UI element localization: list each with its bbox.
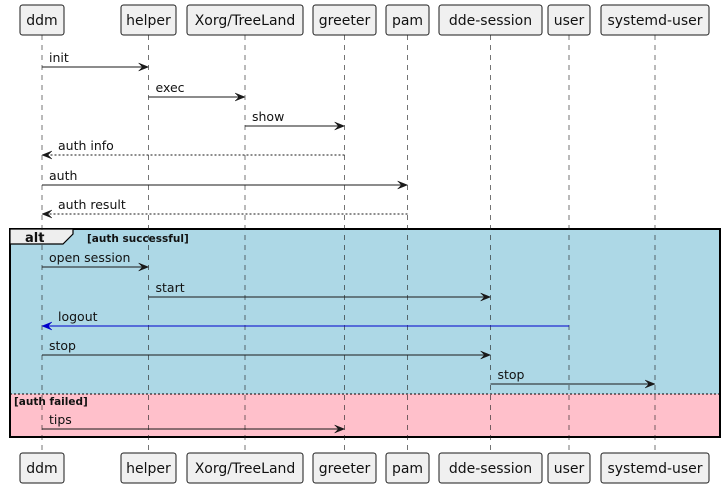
alt-tab	[9, 228, 74, 245]
participant-box	[385, 452, 430, 484]
participant-pam-bottom: pam	[385, 452, 430, 484]
participant-box	[547, 452, 591, 484]
participant-box	[600, 4, 710, 36]
message-exec: exec	[148, 80, 246, 102]
participant-label: user	[554, 461, 585, 477]
message-label: exec	[156, 80, 185, 95]
participant-boxes: ddmddmhelperhelperXorg/TreeLandXorg/Tree…	[19, 4, 710, 484]
participant-helper-bottom: helper	[120, 452, 177, 484]
participant-label: systemd-user	[607, 461, 702, 477]
participant-label: user	[554, 13, 585, 29]
message-label: stop	[498, 367, 525, 382]
participant-box	[312, 4, 377, 36]
participant-box	[385, 4, 430, 36]
arrowhead-icon	[480, 292, 492, 302]
messages: init exec show auth info auth auth result open…	[41, 50, 656, 434]
message-auth: auth	[42, 168, 409, 190]
arrowhead-icon	[41, 209, 53, 219]
alt-failed-region	[10, 394, 720, 437]
arrowhead-icon	[138, 62, 150, 72]
participant-label: pam	[392, 461, 423, 477]
participant-label: Xorg/TreeLand	[195, 13, 296, 29]
alt-fragment: alt [auth successful] [auth failed]	[9, 228, 721, 438]
participant-helper-top: helper	[120, 4, 177, 36]
participant-xorg-treeland-bottom: Xorg/TreeLand	[186, 452, 304, 484]
participant-label: helper	[126, 13, 171, 29]
participant-ddm-bottom: ddm	[19, 452, 65, 484]
participant-label: helper	[126, 461, 171, 477]
participant-ddm-top: ddm	[19, 4, 65, 36]
participant-label: greeter	[319, 13, 371, 29]
message-tips: tips	[42, 412, 346, 434]
participant-xorg-treeland-top: Xorg/TreeLand	[186, 4, 304, 36]
arrowhead-icon	[138, 262, 150, 272]
message-label: stop	[49, 338, 76, 353]
arrowhead-icon	[397, 180, 409, 190]
message-label: logout	[58, 309, 98, 324]
participant-greeter-bottom: greeter	[312, 452, 377, 484]
message-start: start	[148, 280, 492, 302]
participant-pam-top: pam	[385, 4, 430, 36]
participant-box	[547, 4, 591, 36]
participant-box	[120, 452, 177, 484]
participant-box	[120, 4, 177, 36]
participant-label: pam	[392, 13, 423, 29]
arrowhead-icon	[644, 379, 656, 389]
message-label: auth	[49, 168, 77, 183]
participant-box	[186, 4, 304, 36]
participant-greeter-top: greeter	[312, 4, 377, 36]
message-stop: stop	[42, 338, 492, 360]
participant-box	[600, 452, 710, 484]
participant-box	[19, 452, 65, 484]
participant-box	[312, 452, 377, 484]
message-auth-info: auth info	[41, 138, 345, 160]
message-label: show	[252, 109, 284, 124]
alt-success-region	[10, 229, 720, 394]
participant-label: Xorg/TreeLand	[195, 461, 296, 477]
participant-label: dde-session	[449, 13, 532, 29]
alt-keyword: alt	[25, 231, 44, 246]
participant-label: systemd-user	[607, 13, 702, 29]
message-label: init	[49, 50, 69, 65]
arrowhead-icon	[234, 92, 246, 102]
message-label: auth result	[58, 197, 126, 212]
message-label: tips	[49, 412, 72, 427]
message-stop: stop	[490, 367, 656, 389]
participant-box	[186, 452, 304, 484]
message-init: init	[42, 50, 150, 72]
arrowhead-icon	[480, 350, 492, 360]
participant-label: ddm	[26, 13, 57, 29]
participant-label: greeter	[319, 461, 371, 477]
arrowhead-icon	[334, 424, 346, 434]
participant-dde-session-bottom: dde-session	[438, 452, 543, 484]
alt-success-condition: [auth successful]	[87, 233, 189, 245]
alt-failed-condition: [auth failed]	[14, 396, 88, 408]
participant-label: ddm	[26, 461, 57, 477]
participant-box	[438, 4, 543, 36]
alt-frame	[9, 228, 721, 438]
message-auth-result: auth result	[41, 197, 408, 219]
message-label: auth info	[58, 138, 114, 153]
message-label: open session	[49, 250, 130, 265]
message-logout: logout	[41, 309, 569, 331]
arrowhead-icon	[41, 150, 53, 160]
participant-box	[438, 452, 543, 484]
message-open-session: open session	[42, 250, 150, 272]
participant-user-top: user	[547, 4, 591, 36]
message-show: show	[245, 109, 346, 131]
participant-label: dde-session	[449, 461, 532, 477]
participant-systemd-user-top: systemd-user	[600, 4, 710, 36]
message-label: start	[156, 280, 185, 295]
participant-box	[19, 4, 65, 36]
participant-dde-session-top: dde-session	[438, 4, 543, 36]
arrowhead-icon	[334, 121, 346, 131]
arrowhead-icon	[41, 321, 53, 331]
participant-user-bottom: user	[547, 452, 591, 484]
participant-systemd-user-bottom: systemd-user	[600, 452, 710, 484]
